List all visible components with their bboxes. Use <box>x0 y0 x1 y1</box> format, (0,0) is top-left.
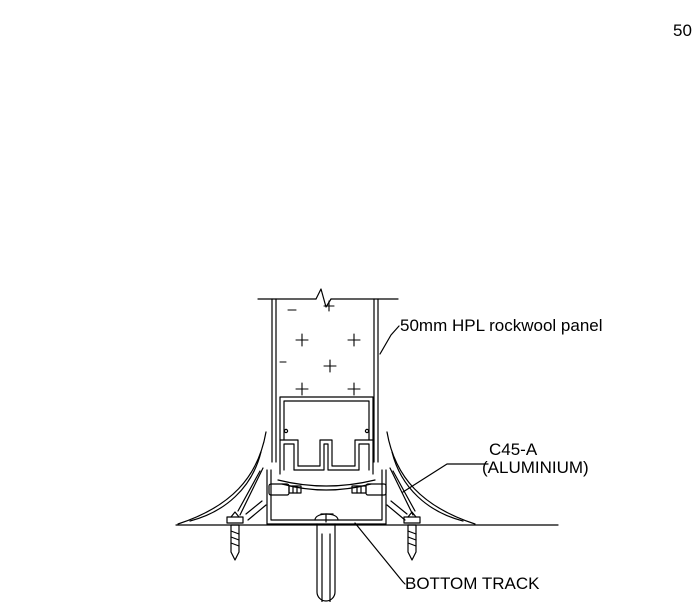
c45-a-profile <box>277 439 376 491</box>
page-number: 50 <box>673 21 692 40</box>
panel-u-channel <box>279 396 374 441</box>
panel-break-line <box>257 288 399 308</box>
profile-material-label: (ALUMINIUM) <box>482 458 589 477</box>
panel-label: 50mm HPL rockwool panel <box>400 316 603 335</box>
leader-lines <box>354 325 489 585</box>
rockwool-infill <box>279 300 361 396</box>
clip-fixings <box>268 483 387 496</box>
profile-code-label: C45-A <box>489 440 538 459</box>
left-floor-screw <box>226 511 244 561</box>
panel-skins <box>271 298 379 463</box>
anchor-bolt <box>314 513 339 602</box>
right-floor-screw <box>403 511 421 561</box>
right-skirting <box>386 431 476 525</box>
left-skirting <box>177 431 267 525</box>
bottom-track-label: BOTTOM TRACK <box>405 574 540 593</box>
